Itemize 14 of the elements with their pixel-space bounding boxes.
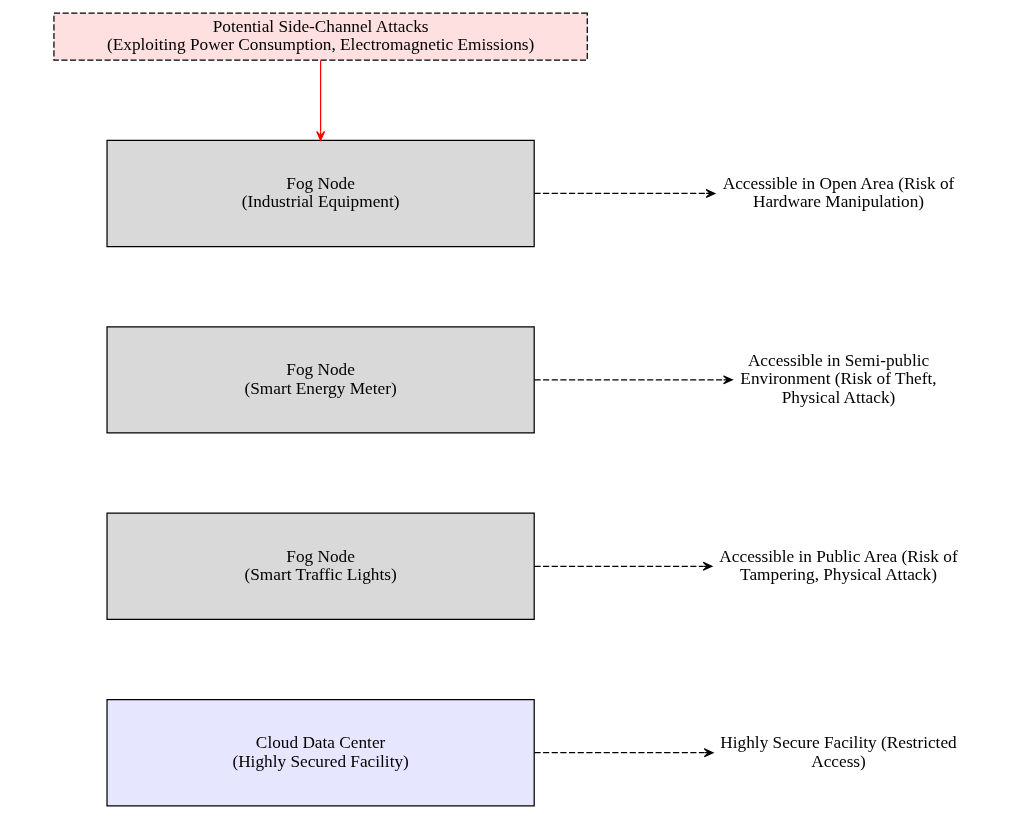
arrow: [533, 748, 714, 758]
node-text: Accessible in Open Area (Risk of Hardware Manipulation): [722, 173, 955, 212]
arrow: [533, 375, 733, 385]
arrow: [316, 59, 326, 141]
node-box: Potential Side-Channel Attacks (Exploiting Power Consumption, Electromagnetic Emissions): [53, 12, 588, 61]
node-text: Highly Secure Facility (Restricted Access): [720, 733, 957, 771]
node-text: Accessible in Semi-public Environment (Risk of Theft, Physical Attack): [740, 350, 937, 407]
arrow: [533, 188, 716, 198]
node-box: Fog Node (Smart Energy Meter): [106, 326, 535, 434]
node-text: Accessible in Public Area (Risk of Tampering, Physical Attack): [719, 546, 958, 585]
node-box: Fog Node (Industrial Equipment): [106, 139, 535, 248]
node-box: Fog Node (Smart Traffic Lights): [106, 512, 535, 620]
node-box: Cloud Data Center (Highly Secured Facility): [106, 699, 535, 807]
arrow: [533, 561, 713, 571]
